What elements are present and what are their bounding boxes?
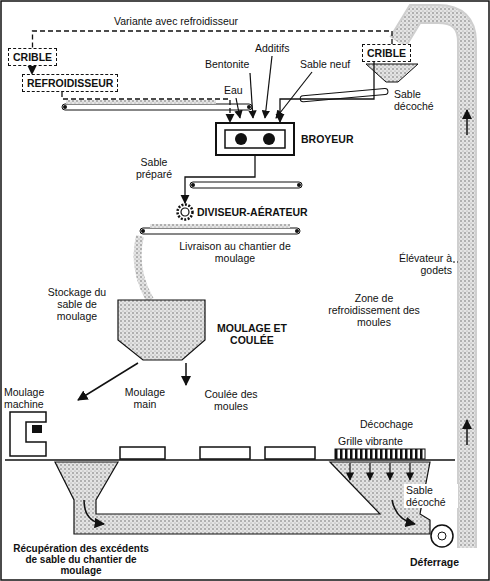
input-arrow (250, 73, 253, 118)
magnetic-drum (431, 525, 453, 547)
edge-label: Variante avec refroidisseur (112, 15, 240, 27)
flow-arrow (409, 463, 410, 480)
conveyor-belt (62, 104, 252, 110)
process-label: Livraison au chantier de moulage (160, 240, 310, 264)
conveyor-belt (140, 228, 300, 234)
conveyor-belt (300, 88, 388, 102)
process-label: Moulage machine (4, 386, 66, 410)
roller (295, 229, 299, 233)
node-text: REFROIDISSEUR (27, 77, 113, 89)
mixer-drum (217, 124, 293, 154)
conveyor-belt (190, 182, 302, 188)
process-label: MOULAGE ET COULÉE (212, 322, 292, 346)
process-label: Grille vibrante (338, 435, 403, 447)
flow-arrow (369, 463, 370, 480)
input-arrow (265, 56, 272, 118)
node-text: CRIBLE (367, 47, 406, 59)
aerator-wheel (176, 203, 194, 221)
process-label: Décochage (360, 418, 413, 430)
roller (63, 105, 67, 109)
process-label: Récupération des excédents de sable du c… (6, 543, 156, 576)
process-label: Stockage du sable de moulage (36, 286, 118, 322)
roller (191, 183, 195, 187)
process-label: Additifs (255, 42, 289, 54)
vibrating-grid (335, 449, 425, 459)
roller (141, 229, 145, 233)
process-label: Moulage main (118, 386, 172, 410)
mould (265, 447, 315, 459)
sand-on-belt (150, 224, 290, 228)
variant-flow-line (62, 92, 230, 122)
flow-arrow (349, 463, 350, 480)
storage-hopper (118, 300, 205, 360)
node-text: DIVISEUR-AÉRATEUR (197, 206, 308, 218)
moulding-machine (10, 412, 46, 456)
process-label: Eau (224, 84, 243, 96)
sand-return-channel (55, 462, 430, 534)
process-label: Sable décoché (394, 88, 446, 112)
variant-flow-line (31, 66, 32, 74)
flow-arrow (466, 420, 468, 445)
node-text: BROYEUR (301, 133, 354, 145)
process-label: Déferrage (410, 556, 459, 568)
sand-on-belt (66, 100, 216, 104)
variant-flow-line (33, 31, 393, 48)
screen-box: CRIBLE (8, 48, 57, 66)
node-text: CRIBLE (13, 51, 52, 63)
process-label: Zone de refroidissement des moules (318, 292, 430, 328)
mixer-symbol (215, 122, 295, 156)
process-label: Élévateur à godets (392, 252, 452, 276)
screen-box: CRIBLE (362, 44, 411, 62)
flow-line (185, 156, 255, 203)
input-arrow (236, 98, 240, 118)
magnetic-drum-axle (438, 532, 446, 540)
mould (120, 447, 165, 459)
process-label: Bentonite (205, 58, 249, 70)
aerator-node: DIVISEUR-AÉRATEUR (176, 203, 308, 221)
flow-line (280, 62, 374, 122)
sand-trail (138, 236, 150, 300)
process-label: Coulée des moules (194, 388, 268, 412)
screen-box: REFROIDISSEUR (22, 74, 118, 92)
flow-arrow (185, 363, 187, 385)
roller (297, 183, 301, 187)
flow-arrow (389, 463, 390, 480)
flow-arrow (466, 110, 468, 135)
process-label: Sable préparé (128, 156, 180, 180)
flow-arrow (84, 500, 104, 524)
input-arrow (276, 72, 312, 118)
process-label: Sable neuf (300, 58, 350, 70)
leader-line (453, 262, 458, 263)
mould (200, 447, 250, 459)
machine-press (32, 425, 42, 433)
roller (247, 105, 251, 109)
mixer-box: BROYEUR (215, 122, 354, 156)
process-label: Sable décoché (404, 484, 458, 508)
